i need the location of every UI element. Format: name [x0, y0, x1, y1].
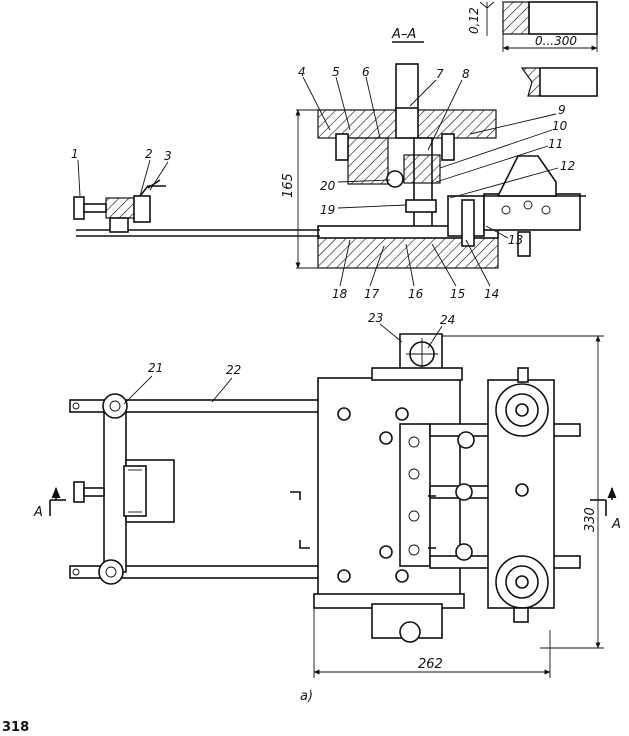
- callout-14: 14: [484, 287, 499, 301]
- section-marker-right: A: [611, 517, 621, 532]
- callout-16: 16: [408, 287, 424, 301]
- callout-4: 4: [298, 65, 306, 79]
- roughness-value: 0,12: [467, 7, 481, 34]
- surface-detail: 0,12 0...300: [467, 1, 598, 97]
- callout-19: 19: [320, 203, 335, 217]
- callout-17: 17: [364, 287, 380, 301]
- plan-view: A A 330 262: [33, 323, 621, 678]
- knob-1: [73, 196, 85, 220]
- callout-2: 2: [145, 147, 153, 161]
- length-range-value: 0...300: [535, 34, 577, 48]
- callout-12: 12: [560, 159, 575, 173]
- dimension-330: 330: [583, 507, 598, 532]
- page-number: 318: [2, 720, 29, 735]
- callout-labels: 1 2 3 4 5 6 7 8 9 10 11 12 13 14 15 16 1…: [71, 65, 575, 377]
- section-view: A–A: [73, 27, 586, 287]
- dimension-165: 165: [281, 173, 296, 198]
- section-marker-left: A: [33, 505, 43, 520]
- callout-21: 21: [148, 361, 163, 375]
- callout-15: 15: [450, 287, 465, 301]
- callout-8: 8: [462, 67, 470, 81]
- callout-7: 7: [436, 67, 444, 81]
- callout-9: 9: [558, 103, 566, 117]
- figure-caption: а): [300, 689, 313, 704]
- callout-5: 5: [332, 65, 340, 79]
- callout-23: 23: [368, 311, 383, 325]
- section-title: A–A: [391, 27, 416, 42]
- callout-24: 24: [440, 313, 455, 327]
- central-rod: [413, 137, 433, 237]
- callout-1: 1: [71, 147, 79, 161]
- callout-6: 6: [362, 65, 370, 79]
- shaft: [395, 63, 419, 113]
- callout-11: 11: [548, 137, 563, 151]
- callout-22: 22: [226, 363, 241, 377]
- callout-13: 13: [508, 233, 523, 247]
- dimension-262: 262: [418, 657, 443, 672]
- callout-20: 20: [320, 179, 336, 193]
- callout-10: 10: [552, 119, 568, 133]
- callout-3: 3: [164, 149, 172, 163]
- left-block: [347, 137, 389, 185]
- callout-18: 18: [332, 287, 348, 301]
